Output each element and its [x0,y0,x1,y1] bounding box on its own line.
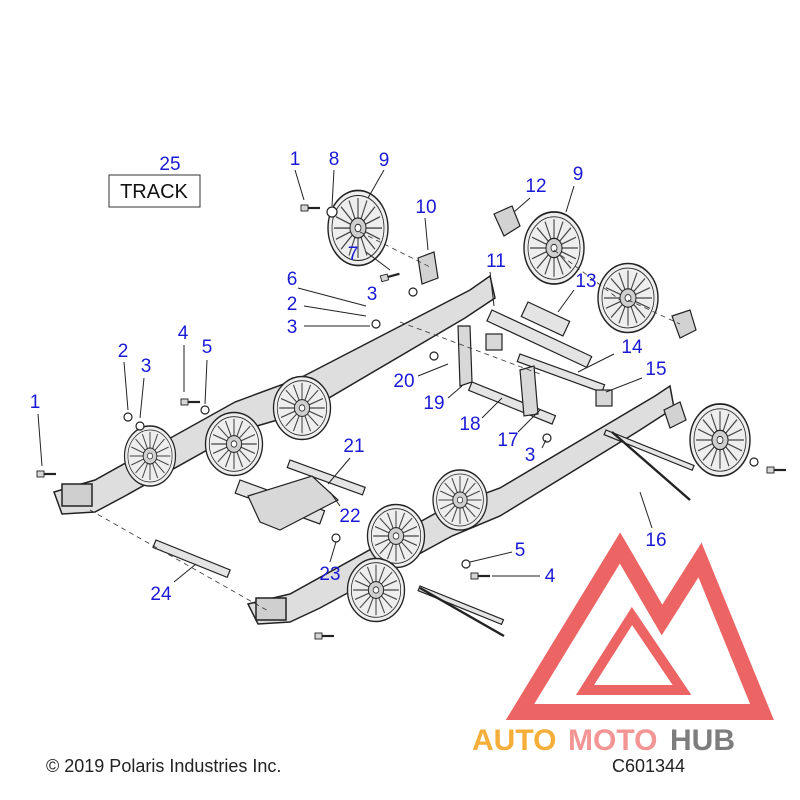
callout-28: 24 [150,584,172,605]
callout-8: 11 [486,251,506,272]
callout-27: 23 [319,564,340,585]
leader-lines [37,169,653,583]
watermark-text-moto: MOTO [568,724,657,757]
front-arm [247,325,613,531]
callout-9: 13 [575,271,596,292]
callout-13: 4 [178,323,189,344]
washers [123,206,759,569]
callout-25: 21 [343,436,364,457]
callout-3: 10 [415,197,436,218]
callout-16: 3 [141,356,152,377]
callout-31: 16 [645,530,666,551]
callout-11: 2 [287,294,298,315]
callout-1: 8 [329,149,340,170]
callout-29: 5 [515,540,526,561]
track-box [108,174,201,208]
callout-26: 22 [339,506,360,527]
callout-track: 25 [159,154,180,175]
track-label: TRACK [120,181,188,203]
callout-14: 5 [202,337,213,358]
watermark-logo [505,532,774,720]
drawing-number: C601344 [612,756,686,776]
callout-5: 9 [573,164,584,185]
centerlines [89,231,681,613]
callout-2: 9 [379,150,390,171]
callout-18: 15 [645,359,666,380]
callout-10: 6 [287,269,298,290]
callout-21: 18 [459,414,480,435]
callout-6: 7 [348,244,359,265]
callout-20: 19 [423,393,444,414]
callout-19: 20 [393,371,414,392]
callout-4: 12 [525,176,546,197]
callout-24: 1 [30,392,41,413]
callout-12: 3 [287,317,298,338]
cross-shafts [152,301,695,626]
callout-23: 3 [525,445,536,466]
callout-0: 1 [290,149,301,170]
callout-30: 4 [545,566,556,587]
callout-22: 17 [497,430,518,451]
watermark-text-auto: AUTO [472,724,556,757]
copyright-notice: © 2019 Polaris Industries Inc. [46,756,282,776]
brackets [417,205,697,429]
long-bolts [419,431,691,638]
callout-15: 2 [118,341,129,362]
callout-7: 3 [367,284,378,305]
callout-17: 14 [621,337,643,358]
watermark-text-hub: HUB [670,724,735,757]
